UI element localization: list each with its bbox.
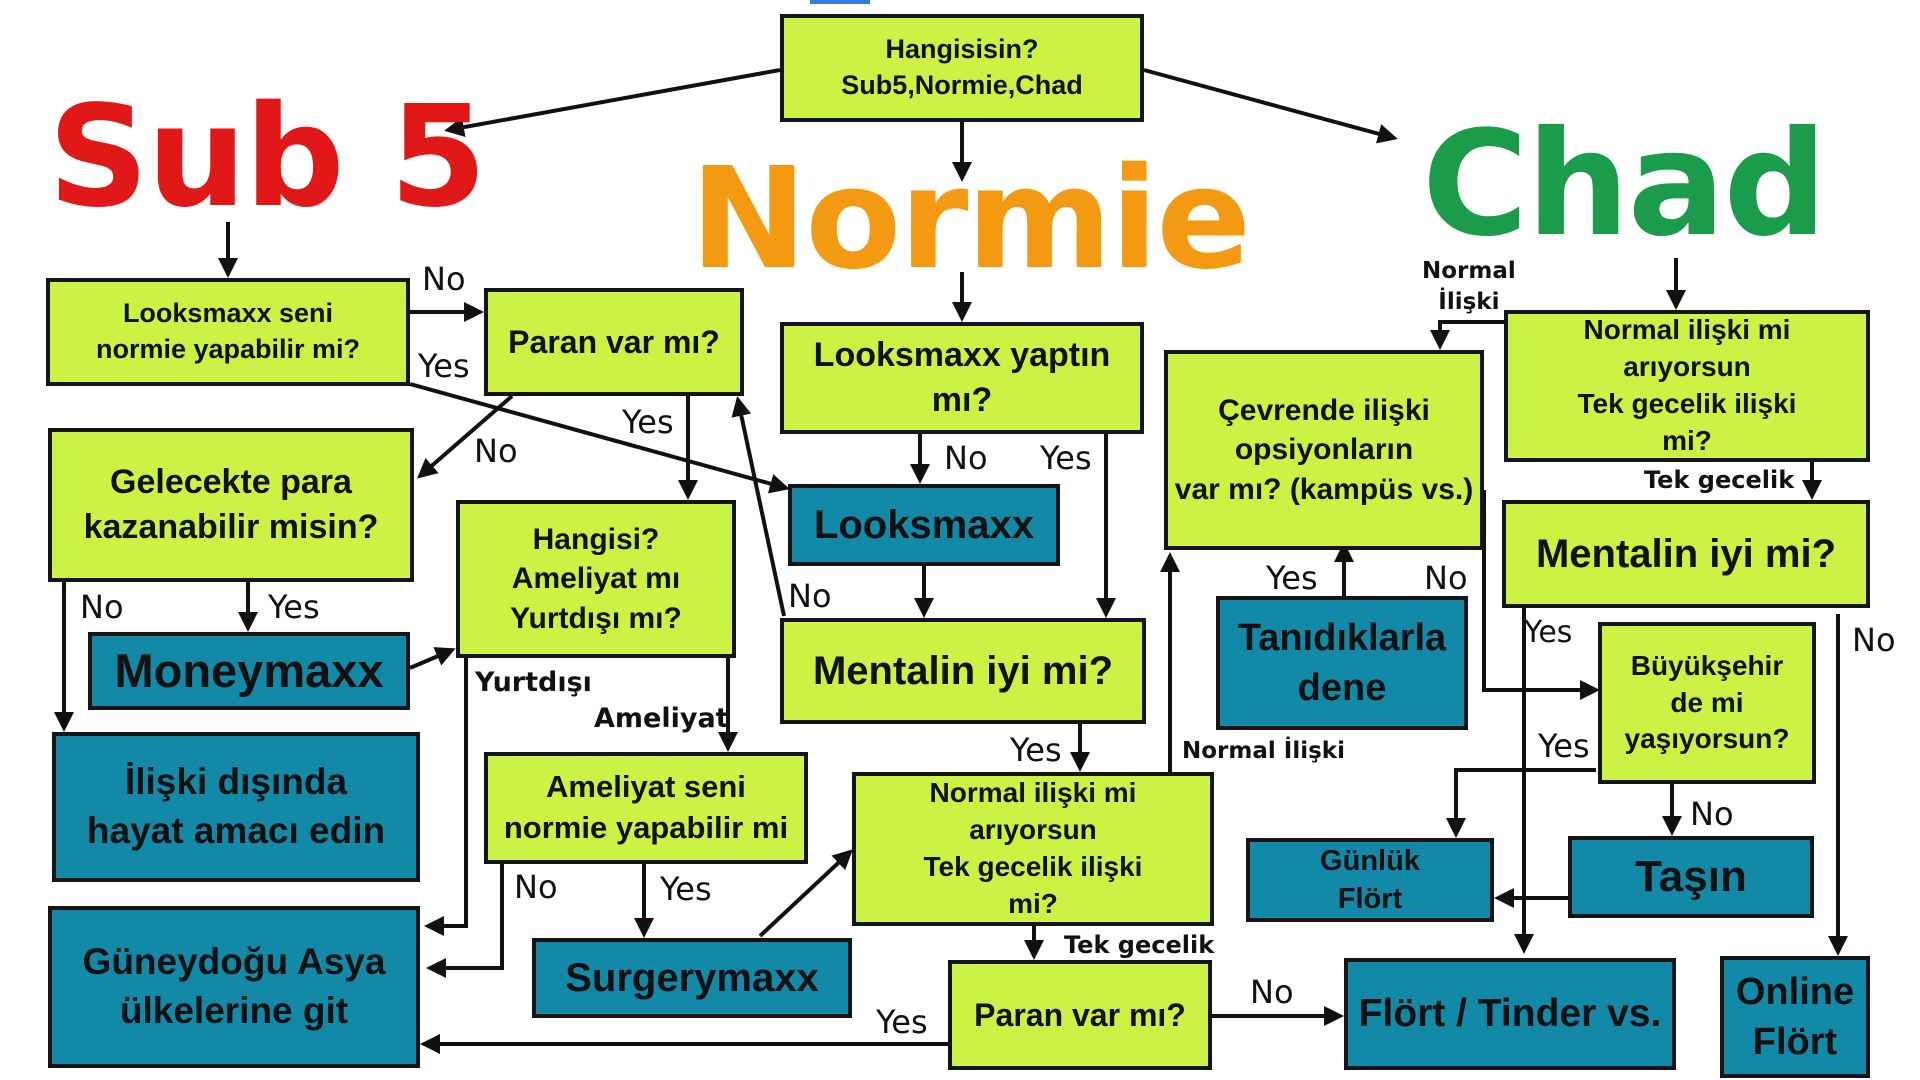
node-n-mental-question: Mentalin iyi mi? xyxy=(780,618,1146,724)
label-no: No xyxy=(1852,621,1896,659)
top-edge-bar xyxy=(810,0,870,4)
title-sub5: Sub 5 xyxy=(48,76,487,239)
node-c-relationship-question: Normal ilişki mi arıyorsun Tek gecelik i… xyxy=(1504,310,1870,462)
label-yes: Yes xyxy=(1040,439,1092,477)
label-no: No xyxy=(1250,973,1294,1011)
title-normie: Normie xyxy=(690,138,1251,301)
connector-arrow xyxy=(444,68,781,137)
label-yes: Yes xyxy=(622,403,674,441)
node-c-options-question: Çevrende ilişki opsiyonların var mı? (ka… xyxy=(1164,350,1484,550)
node-s5-surgerymaxx: Surgerymaxx xyxy=(532,938,852,1018)
node-s5-southeast-asia: Güneydoğu Asya ülkelerine git xyxy=(48,906,420,1068)
connector-arrow xyxy=(1430,320,1504,350)
node-top-question: Hangisisin? Sub5,Normie,Chad xyxy=(780,14,1144,122)
label-yes: Yes xyxy=(268,588,320,626)
label-surgery: Ameliyat xyxy=(594,703,729,734)
label-no: No xyxy=(422,260,466,298)
node-c-big-city-question: Büyükşehir de mi yaşıyorsun? xyxy=(1598,622,1816,784)
node-s5-money-question: Paran var mı? xyxy=(484,288,744,396)
node-c-mental-question: Mentalin iyi mi? xyxy=(1502,500,1870,608)
label-normal-relationship: Normal İlişki xyxy=(1422,258,1516,316)
node-s5-looksmaxx-question: Looksmaxx seni normie yapabilir mi? xyxy=(46,278,410,386)
title-chad: Chad xyxy=(1422,100,1827,269)
node-s5-future-question: Gelecekte para kazanabilir misin? xyxy=(48,428,414,582)
label-yes: Yes xyxy=(660,870,712,908)
label-no: No xyxy=(514,868,558,906)
label-yes: Yes xyxy=(1524,615,1573,650)
label-yes: Yes xyxy=(1010,731,1062,769)
connector-arrow xyxy=(409,382,790,494)
label-no: No xyxy=(474,432,518,470)
node-n-money-question: Paran var mı? xyxy=(948,960,1212,1070)
connector-arrow xyxy=(409,647,456,670)
label-yes: Yes xyxy=(418,347,470,385)
label-no: No xyxy=(1424,559,1468,597)
label-no: No xyxy=(80,588,124,626)
node-s5-which-question: Hangisi? Ameliyat mı Yurtdışı mı? xyxy=(456,500,736,658)
node-c-online-flirt: Online Flört xyxy=(1720,956,1870,1078)
label-one-night: Tek gecelik xyxy=(1644,466,1795,494)
connector-arrow xyxy=(1482,490,1600,700)
label-yes: Yes xyxy=(1538,727,1590,765)
node-c-acquaintances: Tanıdıklarla dene xyxy=(1216,596,1468,730)
label-normal-relationship: Normal İlişki xyxy=(1182,738,1345,764)
connector-arrow xyxy=(758,849,853,938)
connector-arrow xyxy=(1143,68,1398,144)
node-n-looksmaxx-question: Looksmaxx yaptın mı? xyxy=(780,322,1144,434)
label-no: No xyxy=(1690,795,1734,833)
node-s5-surgery-question: Ameliyat seni normie yapabilir mi xyxy=(484,752,808,864)
node-n-looksmaxx: Looksmaxx xyxy=(788,484,1060,566)
connector-arrow xyxy=(731,396,786,617)
label-no: No xyxy=(788,577,832,615)
connector-arrow xyxy=(426,864,504,978)
connector-arrow xyxy=(424,658,468,936)
connector-arrow xyxy=(1446,768,1596,838)
label-one-night: Tek gecelik xyxy=(1064,931,1215,959)
label-yes: Yes xyxy=(1266,559,1318,597)
node-c-daily-flirt: Günlük Flört xyxy=(1246,838,1494,922)
connector-arrow xyxy=(416,394,514,479)
label-abroad: Yurtdışı xyxy=(475,667,592,698)
label-no: No xyxy=(944,439,988,477)
node-c-move: Taşın xyxy=(1568,836,1814,918)
node-s5-moneymaxx: Moneymaxx xyxy=(88,632,410,710)
label-yes: Yes xyxy=(876,1003,928,1041)
node-flirt-tinder: Flört / Tinder vs. xyxy=(1344,958,1676,1070)
node-n-relationship-question: Normal ilişki mi arıyorsun Tek gecelik i… xyxy=(852,772,1214,926)
node-s5-life-purpose: İlişki dışında hayat amacı edin xyxy=(52,732,420,882)
